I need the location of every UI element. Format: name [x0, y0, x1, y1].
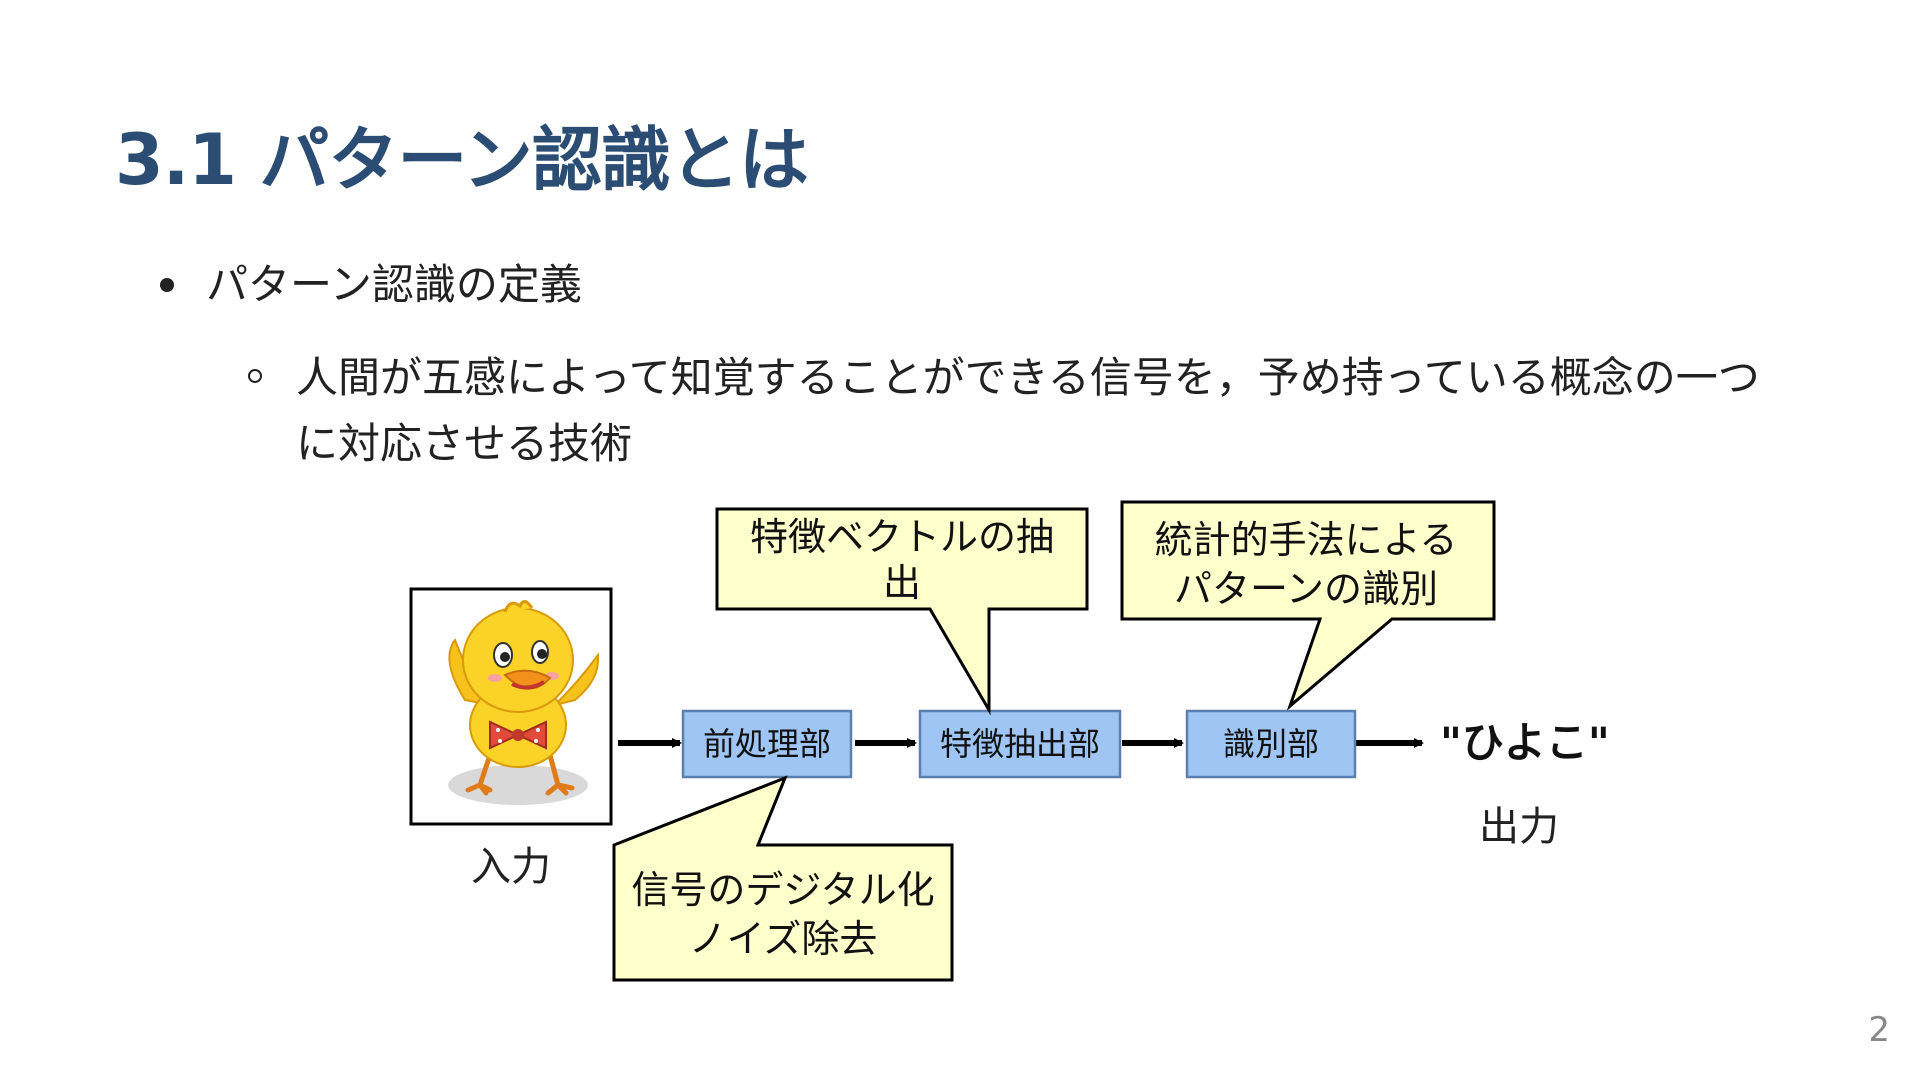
- callout-classifier: 統計的手法による パターンの識別: [1120, 500, 1496, 711]
- bullet-circle-icon: [248, 369, 262, 383]
- slide-title: 3.1 パターン認識とは: [115, 119, 809, 201]
- output-value: "ひよこ": [1440, 718, 1610, 767]
- callout-preprocess: 信号のデジタル化 ノイズ除去: [612, 775, 954, 982]
- bullet-level2: 人間が五感によって知覚することができる信号を，予め持っている概念の一つに対応させ…: [248, 345, 1808, 477]
- callout-classifier-line1: 統計的手法による: [1155, 518, 1458, 562]
- callout-feature-extraction-line2: 出: [883, 561, 921, 605]
- output-label: 出力: [1479, 804, 1559, 850]
- callout-preprocess-line2: ノイズ除去: [689, 917, 878, 961]
- stage-feature-extraction: 特徴抽出部: [918, 709, 1122, 779]
- bullet-level2-text: 人間が五感によって知覚することができる信号を，予め持っている概念の一つに対応させ…: [296, 353, 1760, 468]
- stage-preprocess: 前処理部: [681, 709, 853, 779]
- stage-feature-extraction-label: 特徴抽出部: [940, 725, 1100, 763]
- bullet-level1-text: パターン認識の定義: [206, 260, 582, 309]
- input-image: [409, 587, 613, 826]
- callout-feature-extraction: 特徴ベクトルの抽 出: [715, 507, 1089, 716]
- bullet-level1: パターン認識の定義: [160, 258, 582, 313]
- callout-feature-extraction-line1: 特徴ベクトルの抽: [750, 515, 1054, 559]
- page-number: 2: [1868, 1010, 1890, 1050]
- callout-classifier-line2: パターンの識別: [1174, 567, 1438, 611]
- stage-classifier-label: 識別部: [1223, 725, 1319, 763]
- callout-preprocess-line1: 信号のデジタル化: [631, 868, 934, 912]
- stage-preprocess-label: 前処理部: [703, 725, 831, 763]
- bullet-dot-icon: [160, 278, 174, 293]
- chick-icon: [448, 600, 600, 805]
- input-label: 入力: [471, 844, 551, 890]
- stage-classifier: 識別部: [1185, 709, 1357, 779]
